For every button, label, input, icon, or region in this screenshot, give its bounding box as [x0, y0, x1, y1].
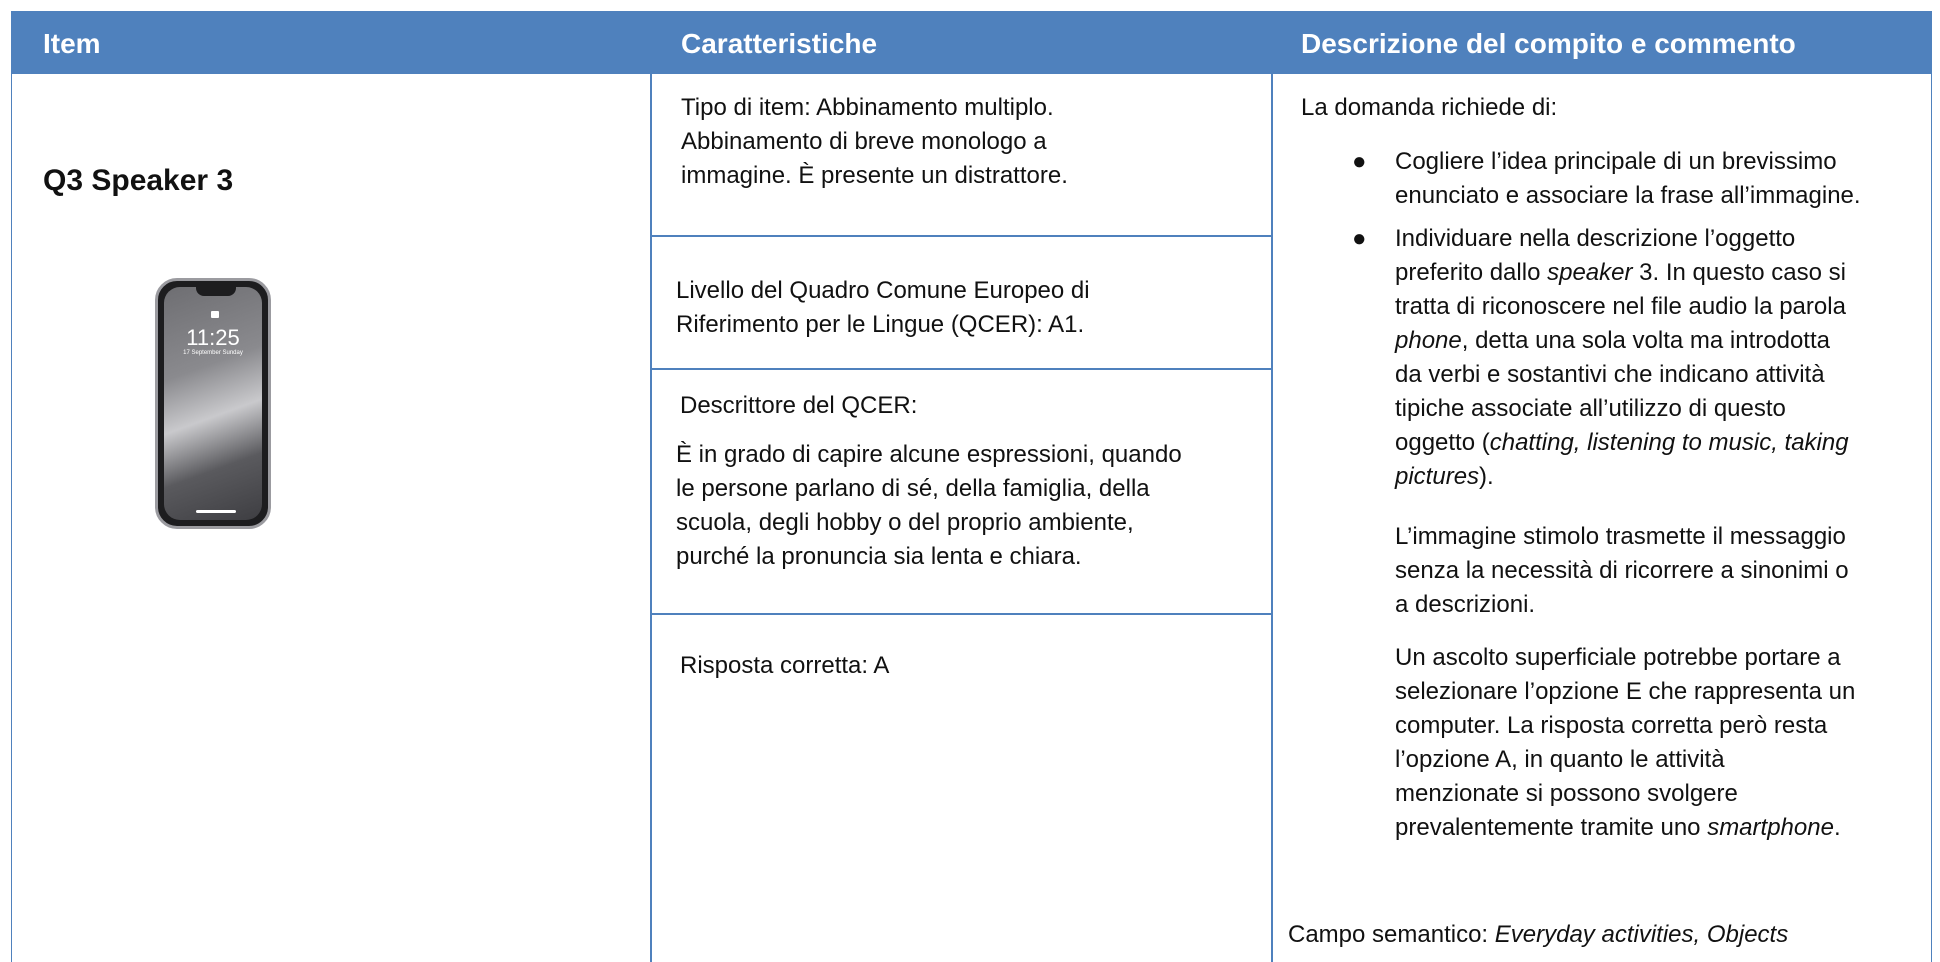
- smartphone-image: 11:25 17 September Sunday: [155, 278, 271, 529]
- text-line: scuola, degli hobby o del proprio ambien…: [676, 509, 1134, 536]
- phone-notch: [196, 287, 236, 296]
- bullet-icon: ●: [1352, 148, 1367, 175]
- text-span-italic: speaker: [1547, 259, 1633, 286]
- column-divider-1: [650, 74, 652, 962]
- row-divider: [652, 613, 1271, 615]
- text-span-italic: chatting, listening to music, taking: [1489, 429, 1849, 456]
- descriptor-heading: Descrittore del QCER:: [680, 392, 918, 419]
- text-line: Un ascolto superficiale potrebbe portare…: [1395, 644, 1841, 671]
- item-type-text: Tipo di item: Abbinamento multiplo. Abbi…: [681, 91, 1068, 193]
- table-header: Item Caratteristiche Descrizione del com…: [12, 11, 1931, 74]
- header-item: Item: [43, 28, 101, 59]
- phone-screen: 11:25 17 September Sunday: [164, 287, 262, 520]
- row-divider: [652, 368, 1271, 370]
- text-line: Individuare nella descrizione l’oggetto: [1395, 225, 1796, 252]
- text-line: immagine. È presente un distrattore.: [681, 162, 1068, 189]
- text-span: .: [1833, 814, 1841, 841]
- list-item: ● Cogliere l’idea principale di un brevi…: [1352, 145, 1861, 213]
- text-line: Cogliere l’idea principale di un breviss…: [1395, 148, 1837, 175]
- semantic-value: Everyday activities, Objects: [1494, 921, 1789, 948]
- text-line: prevalentemente tramite uno smartphone.: [1395, 811, 1855, 845]
- text-line: preferito dallo speaker 3. In questo cas…: [1395, 256, 1861, 290]
- text-line: L’immagine stimolo trasmette il messaggi…: [1395, 523, 1846, 550]
- bullet-icon: ●: [1352, 225, 1367, 252]
- text-line: pictures).: [1395, 460, 1861, 494]
- text-line: l’opzione A, in quanto le attività: [1395, 746, 1725, 773]
- text-line: Abbinamento di breve monologo a: [681, 128, 1047, 155]
- header-features: Caratteristiche: [681, 28, 878, 59]
- text-span: prevalentemente tramite uno: [1395, 814, 1708, 841]
- home-indicator: [196, 510, 236, 513]
- text-line: purché la pronuncia sia lenta e chiara.: [676, 543, 1082, 570]
- text-line: È in grado di capire alcune espressioni,…: [676, 441, 1182, 468]
- text-span-italic: pictures: [1395, 463, 1480, 490]
- description-list: ● Cogliere l’idea principale di un brevi…: [1352, 145, 1861, 494]
- text-line: selezionare l’opzione E che rappresenta …: [1395, 678, 1856, 705]
- text-line: menzionate si possono svolgere: [1395, 780, 1738, 807]
- text-line: tratta di riconoscere nel file audio la …: [1395, 293, 1846, 320]
- lock-icon: [211, 311, 219, 318]
- text-line: oggetto (chatting, listening to music, t…: [1395, 426, 1861, 460]
- text-line: a descrizioni.: [1395, 591, 1536, 618]
- text-line: le persone parlano di sé, della famiglia…: [676, 475, 1150, 502]
- description-intro: La domanda richiede di:: [1301, 94, 1558, 121]
- cefr-level-text: Livello del Quadro Comune Europeo di Rif…: [676, 274, 1090, 342]
- text-line: enunciato e associare la frase all’immag…: [1395, 182, 1861, 209]
- description-paragraph-1: L’immagine stimolo trasmette il messaggi…: [1395, 520, 1849, 622]
- text-span-italic: smartphone: [1707, 814, 1834, 841]
- text-span: , detta una sola volta ma introdotta: [1461, 327, 1830, 354]
- phone-clock: 11:25: [186, 325, 240, 350]
- description-paragraph-2: Un ascolto superficiale potrebbe portare…: [1395, 641, 1855, 845]
- correct-answer: Risposta corretta: A: [680, 652, 890, 679]
- text-line: Livello del Quadro Comune Europeo di: [676, 277, 1090, 304]
- text-span: oggetto (: [1395, 429, 1490, 456]
- text-line: Riferimento per le Lingue (QCER): A1.: [676, 311, 1085, 338]
- text-span-italic: phone: [1395, 327, 1462, 354]
- text-line: senza la necessità di ricorrere a sinoni…: [1395, 557, 1849, 584]
- row-divider: [652, 235, 1271, 237]
- text-line: da verbi e sostantivi che indicano attiv…: [1395, 361, 1825, 388]
- text-line: tipiche associate all’utilizzo di questo: [1395, 395, 1786, 422]
- text-span: ).: [1479, 463, 1494, 490]
- text-span: preferito dallo: [1395, 259, 1548, 286]
- assessment-table: Item Caratteristiche Descrizione del com…: [11, 11, 1932, 962]
- column-divider-2: [1271, 74, 1273, 962]
- item-title: Q3 Speaker 3: [43, 164, 234, 197]
- semantic-label: Campo semantico:: [1288, 921, 1495, 948]
- text-line: computer. La risposta corretta però rest…: [1395, 712, 1828, 739]
- text-line: phone, detta una sola volta ma introdott…: [1395, 324, 1861, 358]
- semantic-field: Campo semantico: Everyday activities, Ob…: [1288, 918, 1788, 952]
- phone-date: 17 September Sunday: [183, 350, 243, 356]
- descriptor-text: È in grado di capire alcune espressioni,…: [676, 438, 1182, 574]
- text-span: 3. In questo caso si: [1632, 259, 1846, 286]
- list-item: ● Individuare nella descrizione l’oggett…: [1352, 222, 1861, 494]
- text-line: Tipo di item: Abbinamento multiplo.: [681, 94, 1054, 121]
- header-description: Descrizione del compito e commento: [1301, 28, 1796, 59]
